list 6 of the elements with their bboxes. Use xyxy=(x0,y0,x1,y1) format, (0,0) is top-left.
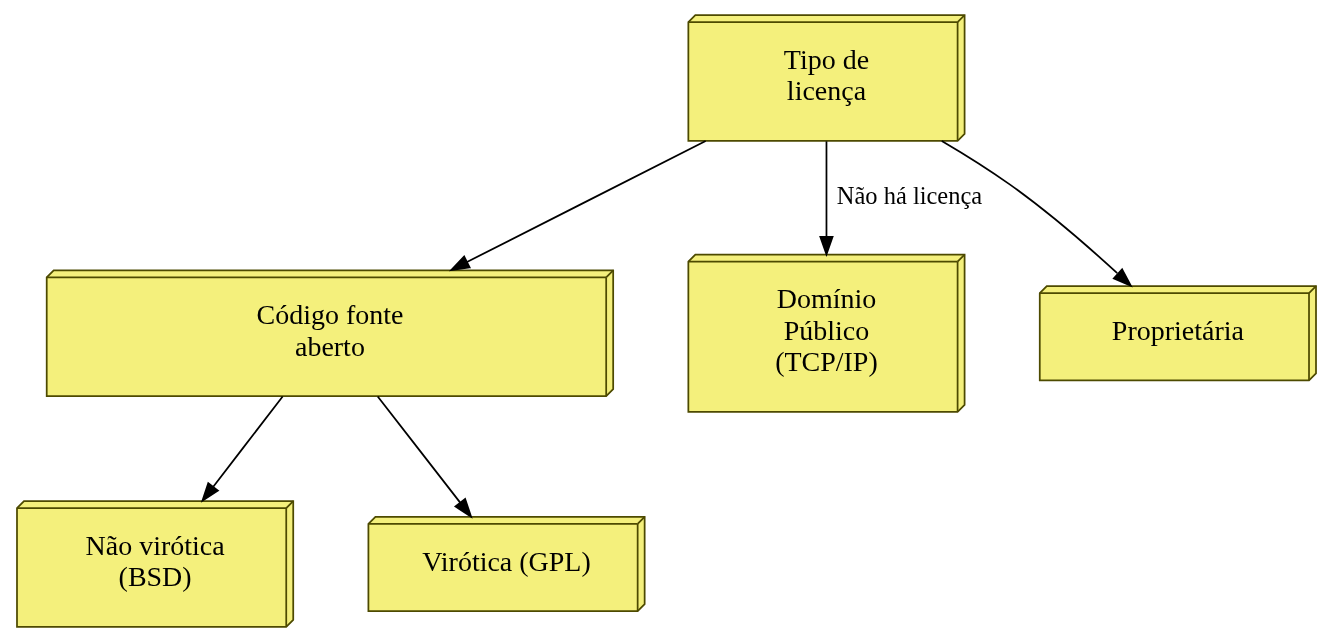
arrow xyxy=(376,395,473,519)
arrow xyxy=(448,140,707,272)
arrow xyxy=(940,140,1133,288)
arrow xyxy=(818,140,834,257)
edge-label: Não há licença xyxy=(836,182,982,210)
arrow xyxy=(200,395,283,503)
